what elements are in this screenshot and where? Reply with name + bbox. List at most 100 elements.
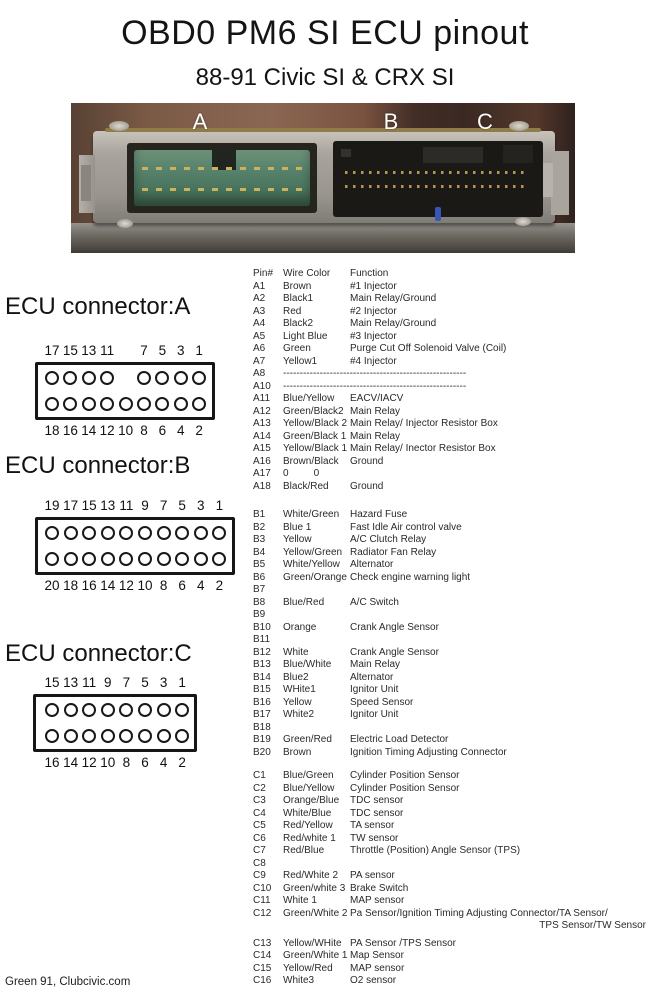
wire-cell: White3 — [283, 975, 315, 986]
pin-number: 16 — [81, 578, 97, 593]
wire-cell: White 1 — [283, 895, 317, 906]
connector-bc-recess — [333, 141, 543, 217]
ecu-foot — [515, 217, 531, 226]
func-cell: A/C Clutch Relay — [350, 534, 427, 545]
pin-hole — [138, 552, 152, 566]
wire-cell: Black2 — [283, 318, 314, 329]
pin-number: 1 — [215, 498, 224, 513]
func-cell: TDC sensor — [350, 795, 404, 806]
ecu-case-edge — [105, 128, 541, 132]
pin-cell: B19 — [253, 734, 271, 745]
connector-a-pins-row — [142, 167, 302, 170]
pin-cell: B16 — [253, 696, 271, 708]
pin-number: 15 — [62, 343, 78, 358]
mount-bracket-left-notch — [81, 165, 91, 201]
pin-cell: B8 — [253, 596, 266, 608]
pin-hole — [212, 552, 227, 566]
wire-cell — [283, 858, 350, 871]
page-title: OBD0 PM6 SI ECU pinout — [121, 14, 529, 52]
pin-cell: B7 — [253, 584, 266, 595]
table-row: B7 — [253, 584, 648, 597]
wire-cell: Brown — [283, 746, 312, 758]
credit-text: Green 91, Clubcivic.com — [5, 976, 131, 988]
wire-cell: Green/Orange — [283, 571, 347, 583]
wire-cell: Yellow — [283, 534, 312, 545]
connector-key-block — [341, 149, 351, 157]
pin-cell: C5 — [253, 820, 266, 831]
pin-cell: C3 — [253, 795, 266, 806]
pin-hole — [137, 397, 151, 411]
pin-hole — [82, 552, 97, 566]
wire-cell: Green/Red — [283, 734, 332, 745]
func-cell — [350, 634, 646, 647]
wire-cell: Green/White 2 — [283, 907, 348, 919]
photo-label-c: C — [477, 109, 493, 134]
func-cell: Main Relay — [350, 430, 401, 442]
pin-hole — [81, 371, 96, 385]
connector-key-block — [423, 147, 483, 163]
func-cell — [350, 468, 646, 481]
pin-cell: A6 — [253, 343, 266, 354]
pin-number: 2 — [178, 755, 186, 770]
connector-c-heading: ECU connector:C — [5, 640, 192, 667]
pin-hole — [63, 552, 78, 566]
pin-number: 13 — [63, 675, 79, 690]
pin-number: 1 — [195, 343, 203, 358]
wire-cell: Black1 — [283, 293, 314, 304]
pin-hole — [81, 397, 96, 411]
pin-cell: C4 — [253, 807, 266, 819]
wire-cell: Light Blue — [283, 330, 328, 342]
pin-cell: B10 — [253, 621, 271, 633]
func-cell — [350, 368, 646, 381]
pin-number: 10 — [100, 755, 116, 770]
pin-number: 9 — [104, 675, 112, 690]
pin-cell: C16 — [253, 975, 272, 986]
pin-cell: C6 — [253, 832, 266, 844]
func-cell — [350, 722, 646, 735]
pin-cell: B11 — [253, 634, 271, 645]
header-wire-color: Wire Color — [283, 268, 331, 279]
wire-cell: Blue/Yellow — [283, 393, 335, 404]
pin-cell: B6 — [253, 571, 266, 583]
func-cell: #3 Injector — [350, 330, 397, 342]
pin-hole — [100, 526, 115, 540]
func-cell: Main Relay/Ground — [350, 293, 437, 304]
wire-cell: Green — [283, 343, 311, 354]
pin-hole — [45, 729, 59, 743]
pin-cell: B18 — [253, 721, 271, 733]
pin-number: 14 — [100, 578, 116, 593]
pin-number: 4 — [197, 578, 205, 593]
pin-number: 8 — [159, 578, 168, 593]
pin-cell: B17 — [253, 709, 271, 720]
pin-hole — [45, 397, 59, 411]
pin-cell: A18 — [253, 480, 271, 492]
screw-icon — [109, 121, 129, 131]
pin-hole — [175, 552, 190, 566]
func-cell: Pa Sensor/Ignition Timing Adjusting Conn… — [350, 907, 646, 932]
pin-hole — [119, 526, 134, 540]
pin-cell: B14 — [253, 671, 271, 683]
pin-number: 4 — [159, 755, 168, 770]
wire-cell: Orange — [283, 621, 317, 633]
wire-cell — [283, 722, 350, 735]
pin-number: 14 — [81, 423, 97, 438]
pin-number: 16 — [44, 755, 60, 770]
wire-cell — [283, 584, 350, 597]
connector-b-heading: ECU connector:B — [5, 452, 191, 479]
pin-hole — [192, 397, 207, 411]
wire-cell: Yellow1 — [283, 355, 318, 367]
wire-cell: White — [283, 646, 309, 658]
